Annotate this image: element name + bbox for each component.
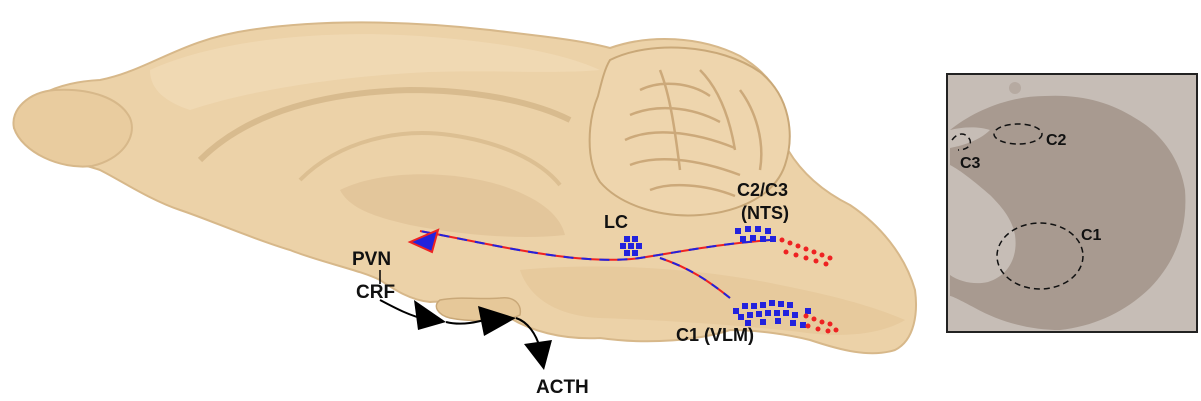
label-pvn: PVN xyxy=(352,249,391,270)
label-c3: C3 xyxy=(960,155,981,172)
acth-arrowhead xyxy=(524,340,552,370)
label-crf: CRF xyxy=(356,282,395,303)
section-small-spot xyxy=(1009,82,1021,94)
label-c1: C1 xyxy=(1081,227,1102,244)
label-c2c3: C2/C3 xyxy=(737,180,788,200)
label-c1-vlm: C1 (VLM) xyxy=(676,325,754,345)
label-acth: ACTH xyxy=(536,377,589,398)
brainstem-section-panel: C2 C3 C1 xyxy=(947,74,1197,332)
label-lc: LC xyxy=(604,212,628,232)
olfactory-bulb xyxy=(13,90,131,167)
label-c2: C2 xyxy=(1046,132,1067,149)
label-nts: (NTS) xyxy=(741,203,789,223)
